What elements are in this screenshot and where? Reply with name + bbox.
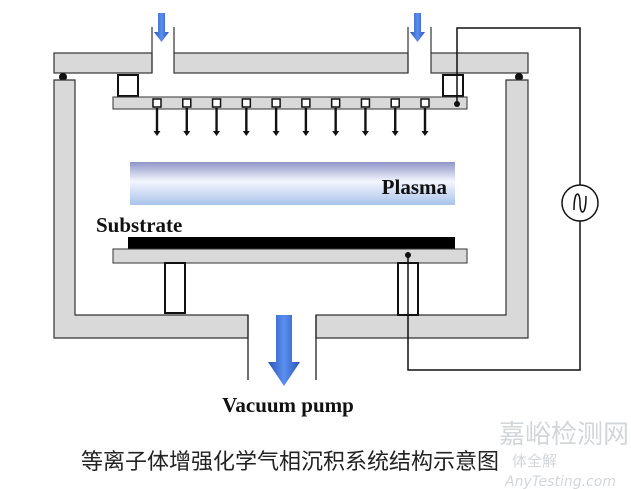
nozzle — [390, 98, 400, 108]
electrode-support-right — [442, 74, 464, 97]
watermark-account: 体全解 — [512, 452, 557, 470]
figure-caption: 等离子体增强化学气相沉积系统结构示意图 — [81, 450, 499, 475]
substrate-label: Substrate — [96, 213, 182, 237]
gas-flow-arrow — [332, 108, 340, 136]
plasma-label: Plasma — [382, 175, 448, 199]
wire-junction-bottom — [405, 252, 411, 258]
gas-flow-arrow — [213, 108, 221, 136]
nozzle — [211, 98, 222, 108]
showerhead-electrode — [112, 96, 468, 110]
gas-flow-arrow — [183, 108, 191, 136]
nozzle — [271, 98, 281, 108]
nozzle — [301, 98, 311, 108]
plasma-region — [130, 162, 455, 205]
watermark-domain: AnyTesting.com — [504, 474, 616, 489]
watermark-site: 嘉峪检测网 — [499, 420, 629, 450]
substrate — [128, 237, 455, 249]
gas-inlet-arrow-right — [410, 13, 425, 42]
rf-wiring — [407, 27, 581, 371]
bottom-electrode — [112, 248, 468, 264]
showerhead-nozzles — [152, 98, 430, 136]
bottom-support-left — [164, 262, 186, 314]
nozzle — [330, 98, 341, 108]
ac-source-icon — [561, 184, 599, 222]
chamber-body — [53, 79, 529, 339]
chamber-lid — [53, 27, 529, 74]
nozzle — [152, 98, 162, 108]
gas-flow-arrow — [391, 108, 399, 136]
gas-inlet-arrow-left — [154, 13, 169, 42]
hinge-right — [515, 73, 523, 81]
gas-flow-arrow — [421, 108, 429, 136]
gas-flow-arrow — [302, 108, 310, 136]
nozzle — [182, 98, 192, 108]
nozzle — [420, 98, 430, 108]
gas-flow-arrow — [242, 108, 250, 136]
gas-flow-arrow — [272, 108, 280, 136]
nozzle — [241, 98, 252, 108]
vacuum-pump-label: Vacuum pump — [222, 393, 354, 417]
gas-flow-arrow — [153, 108, 161, 136]
electrode-support-left — [117, 74, 139, 97]
pump-outlet — [247, 315, 317, 380]
wire-junction-top — [454, 101, 460, 107]
hinge-left — [59, 73, 67, 81]
gas-flow-arrow — [361, 108, 369, 136]
nozzle — [360, 98, 371, 108]
vacuum-pump-arrow — [268, 315, 300, 386]
